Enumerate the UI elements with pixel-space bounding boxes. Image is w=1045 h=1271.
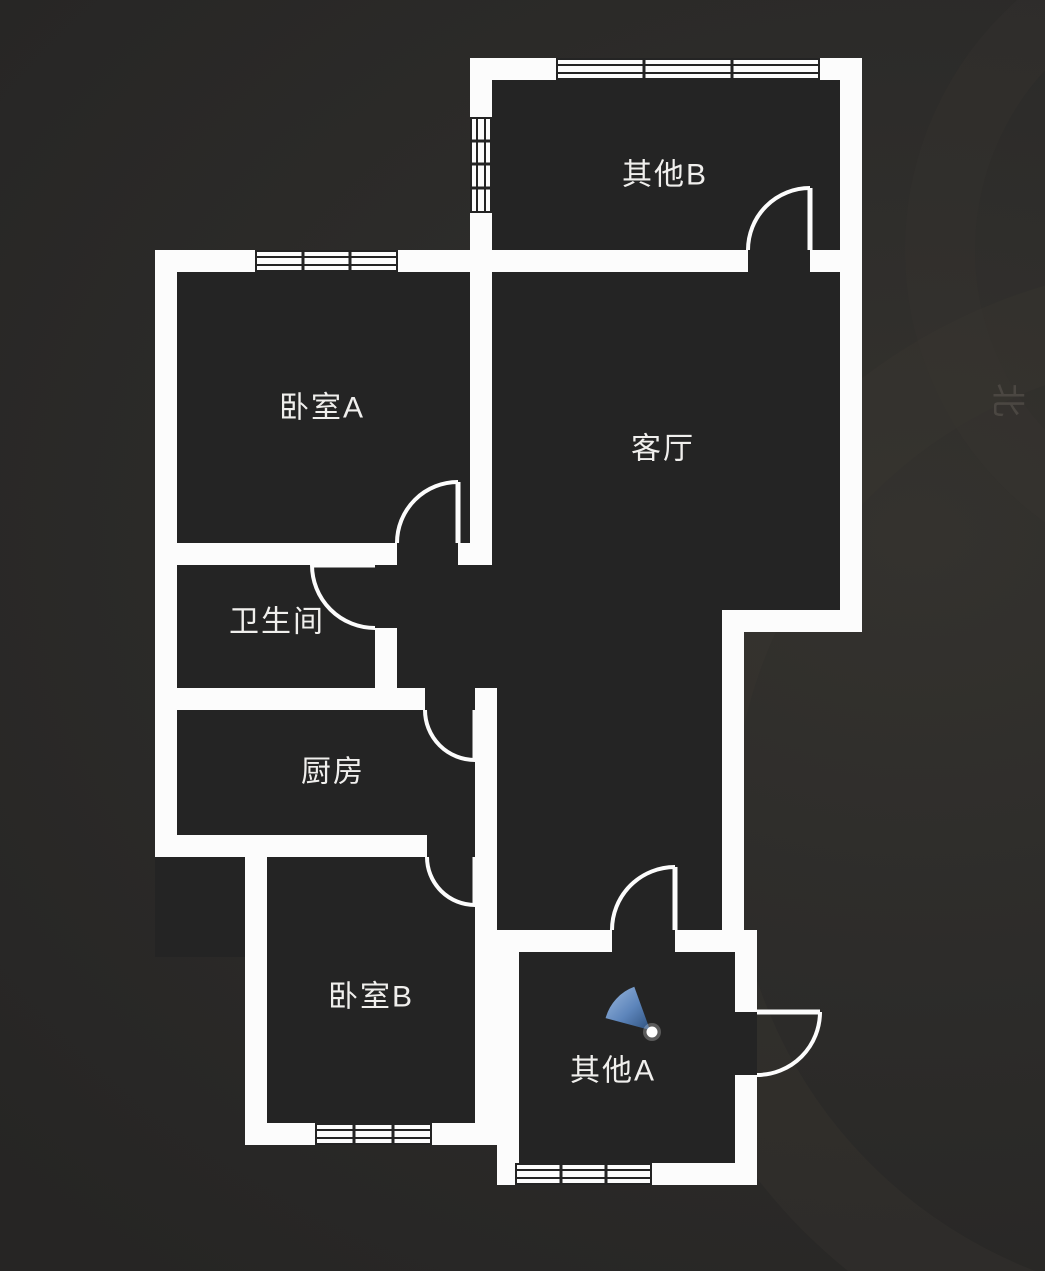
door-kitchen bbox=[423, 709, 478, 762]
room-label-other-b: 其他B bbox=[622, 159, 708, 192]
window-bedroom-b bbox=[315, 1123, 432, 1145]
room-label-kitchen: 厨房 bbox=[301, 756, 365, 789]
room-label-other-a: 其他A bbox=[570, 1055, 656, 1088]
window-bedroom-a bbox=[255, 250, 398, 272]
compass-north-label: 北 bbox=[988, 383, 1026, 417]
sensor-beam-icon[interactable] bbox=[605, 986, 661, 1041]
door-bedroom-b bbox=[425, 856, 478, 907]
door-other-a-top bbox=[610, 865, 678, 931]
window-other-a bbox=[515, 1163, 652, 1185]
door-bathroom bbox=[310, 562, 376, 630]
window-other-b-left bbox=[470, 117, 492, 213]
room-label-bathroom: 卫生间 bbox=[229, 606, 325, 639]
window-other-b-top bbox=[556, 58, 820, 80]
room-label-bedroom-b: 卧室B bbox=[328, 981, 414, 1014]
door-bedroom-a bbox=[395, 480, 461, 544]
room-label-living-room: 客厅 bbox=[631, 433, 695, 466]
room-label-bedroom-a: 卧室A bbox=[279, 392, 365, 425]
door-other-b bbox=[746, 186, 813, 251]
door-other-a-right bbox=[756, 1009, 822, 1077]
